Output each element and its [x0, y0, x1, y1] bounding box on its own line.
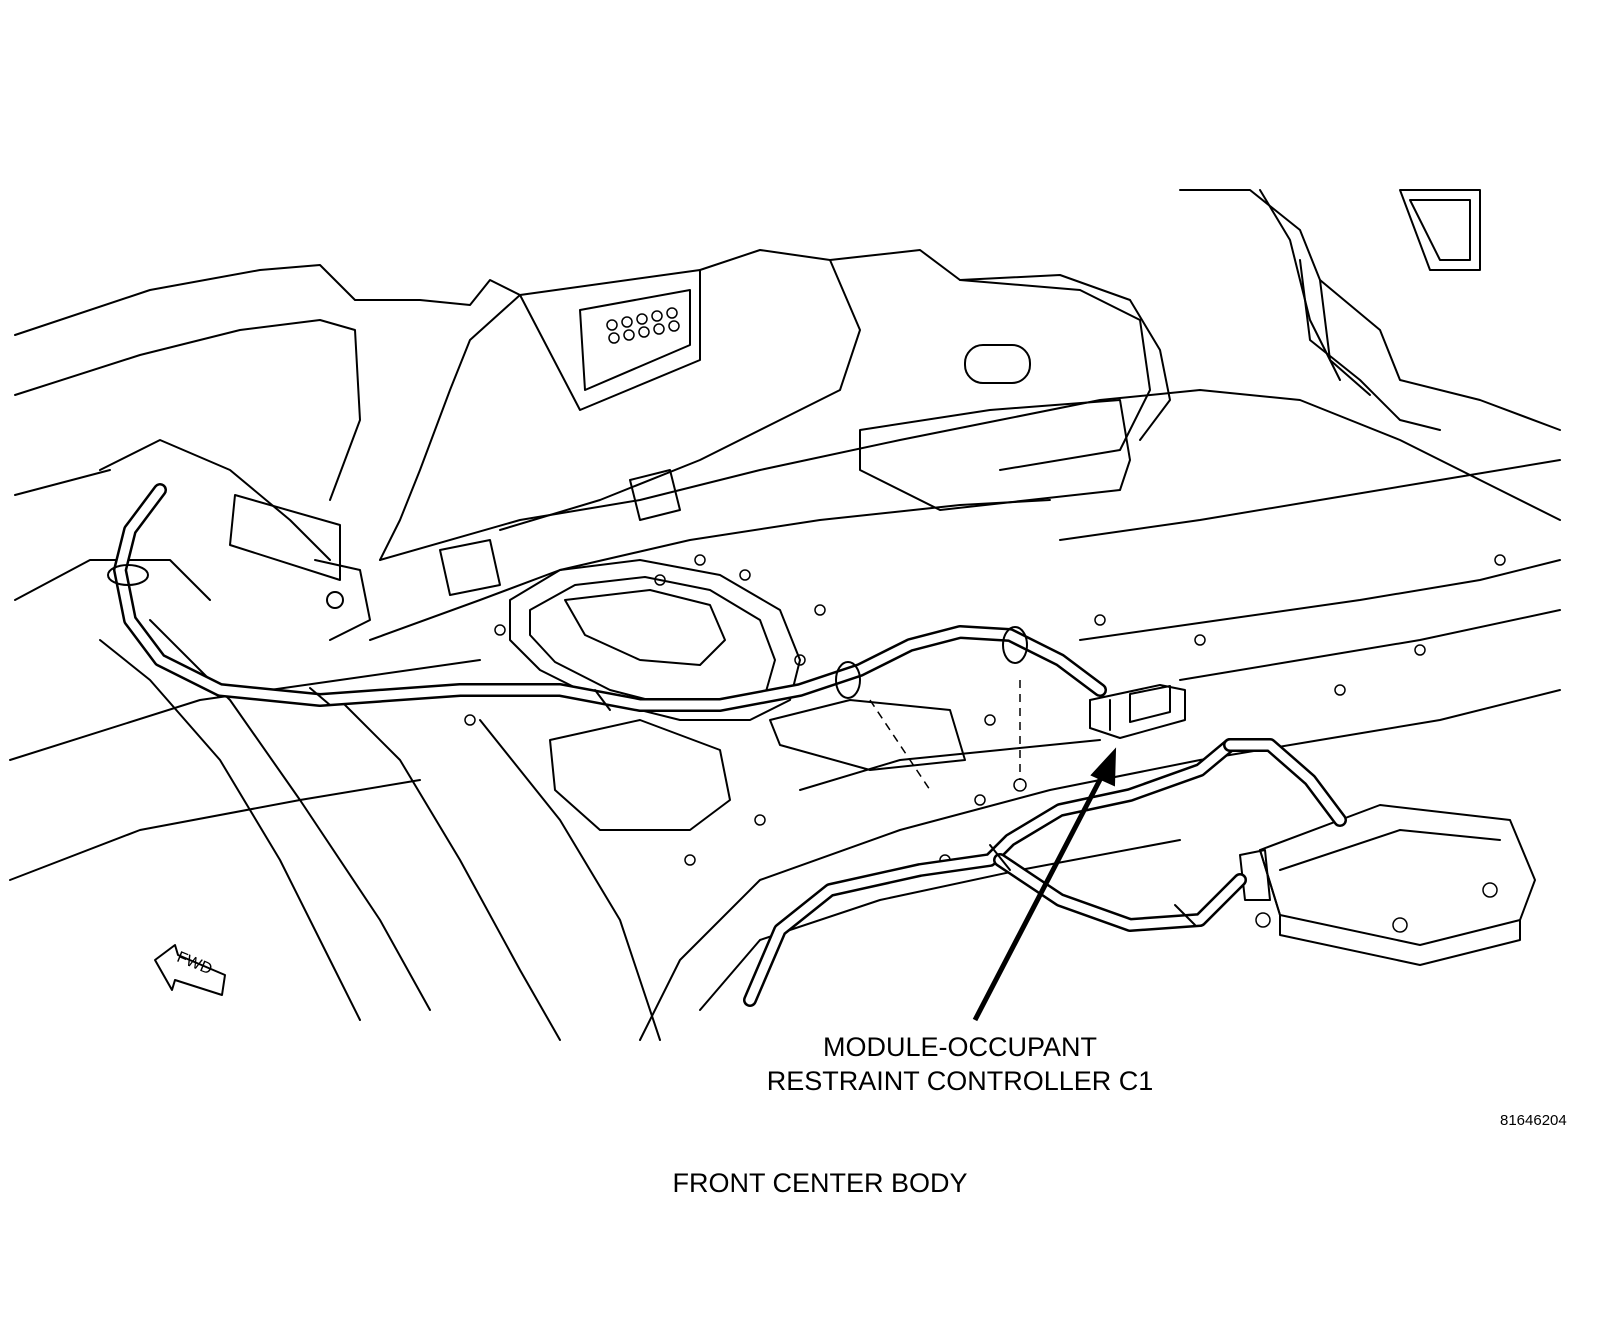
fwd-arrow-icon	[154, 944, 226, 996]
figure-id: 81646204	[1500, 1112, 1567, 1129]
install-lines	[869, 680, 1027, 792]
callout-label: MODULE-OCCUPANT RESTRAINT CONTROLLER C1	[740, 1030, 1180, 1098]
floor-pan	[9, 389, 1561, 1041]
connector-c1	[1089, 684, 1186, 739]
callout-arrow	[972, 747, 1117, 1022]
callout-line-1: MODULE-OCCUPANT	[822, 1032, 1097, 1062]
callout-line-2: RESTRAINT CONTROLLER C1	[766, 1066, 1154, 1096]
figure-caption: FRONT CENTER BODY	[672, 1168, 968, 1198]
seat-back	[499, 249, 861, 531]
seat-structure	[14, 264, 521, 641]
right-seat	[829, 189, 1561, 471]
vent-holes	[606, 307, 680, 344]
wire-harness	[107, 483, 1347, 1007]
occupant-restraint-controller-module	[1239, 804, 1536, 966]
